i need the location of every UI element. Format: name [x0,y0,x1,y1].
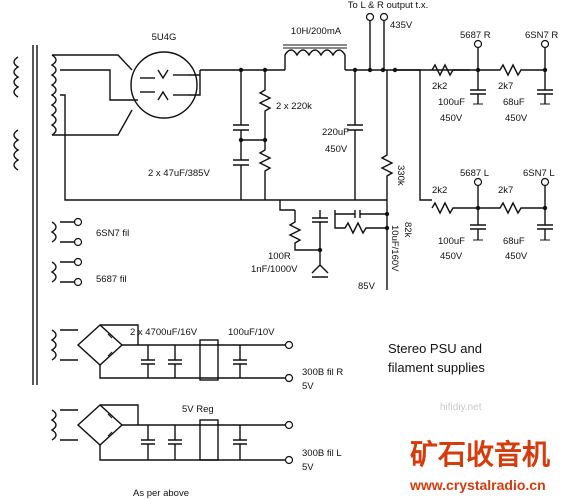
res-220k-label: 2 x 220k [276,101,312,112]
choke-label: 10H/200mA [291,26,342,37]
fil-300b-r-v: 5V [302,381,314,392]
r2k7-top-label: 2k7 [498,81,513,92]
r2k2-top-label: 2k2 [432,81,447,92]
label-5687l: 5687 L [460,168,489,179]
brand-url: www.crystalradio.cn [409,477,546,493]
sn7-fil-label: 6SN7 fil [96,228,129,239]
c68u-bot-label: 68uF [503,236,525,247]
rectifier-tube-5u4g [130,51,201,119]
label-5687r: 5687 R [460,30,491,41]
c100u-top-v: 450V [440,113,463,124]
terminal-5687fil-a [73,257,83,267]
cap-100u10-label: 100uF/10V [228,327,275,338]
tube-label-5u4g: 5U4G [152,32,177,43]
watermark: hifidiy.net [440,402,482,413]
v435-label: 435V [390,20,413,31]
cap-4700-label: 2 x 4700uF/16V [130,327,198,338]
res-100r-label: 100R [268,251,291,262]
filament-supply-300b-r [60,324,294,383]
terminal-6sn7r [540,39,550,49]
as-per-above-label: As per above [133,488,189,499]
terminal-6sn7fil-a [73,217,83,227]
label-6sn7r: 6SN7 R [525,30,558,41]
output-terminal-l [365,12,375,22]
res-330k-label: 330k [395,165,406,186]
terminal-5687fil-b [73,277,83,287]
fil-300b-l-v: 5V [302,462,314,473]
terminal-6sn7l [540,177,550,187]
v85-label: 85V [358,281,376,292]
cap-10u-label: 10uF/160V [389,225,400,272]
r2k2-bot-label: 2k2 [432,185,447,196]
cap-220u-label: 220uF [322,127,349,138]
c68u-top-v: 450V [505,113,528,124]
fil-300b-r-label: 300B fil R [302,367,343,378]
cap-1nf-label: 1nF/1000V [251,264,298,275]
c100u-top-label: 100uF [438,97,465,108]
fil-5687-label: 5687 fil [96,274,127,285]
cap-220u-v-label: 450V [325,144,348,155]
mains-transformer [13,45,57,441]
terminal-5687r [473,39,483,49]
output-terminal-r [379,12,389,22]
reg-5v-label: 5V Reg [182,404,214,415]
brand-logo-cn: 矿石收音机 [410,438,550,471]
output-tx-label: To L & R output t.x. [348,0,428,11]
title-line-1: Stereo PSU and [388,341,482,356]
title-line-2: filament supplies [388,360,485,375]
c68u-bot-v: 450V [505,251,528,262]
cap-47u-label: 2 x 47uF/385V [148,168,210,179]
res-82k-label: 82k [402,222,413,238]
filament-supply-300b-l [60,404,294,465]
fil-300b-l-label: 300B fil L [302,448,342,459]
terminal-6sn7fil-b [73,237,83,247]
r2k7-bot-label: 2k7 [498,185,513,196]
c100u-bot-v: 450V [440,251,463,262]
label-6sn7l: 6SN7 L [523,168,555,179]
c100u-bot-label: 100uF [438,236,465,247]
terminal-5687l [473,177,483,187]
choke-inductor [283,44,347,70]
c68u-top-label: 68uF [503,97,525,108]
